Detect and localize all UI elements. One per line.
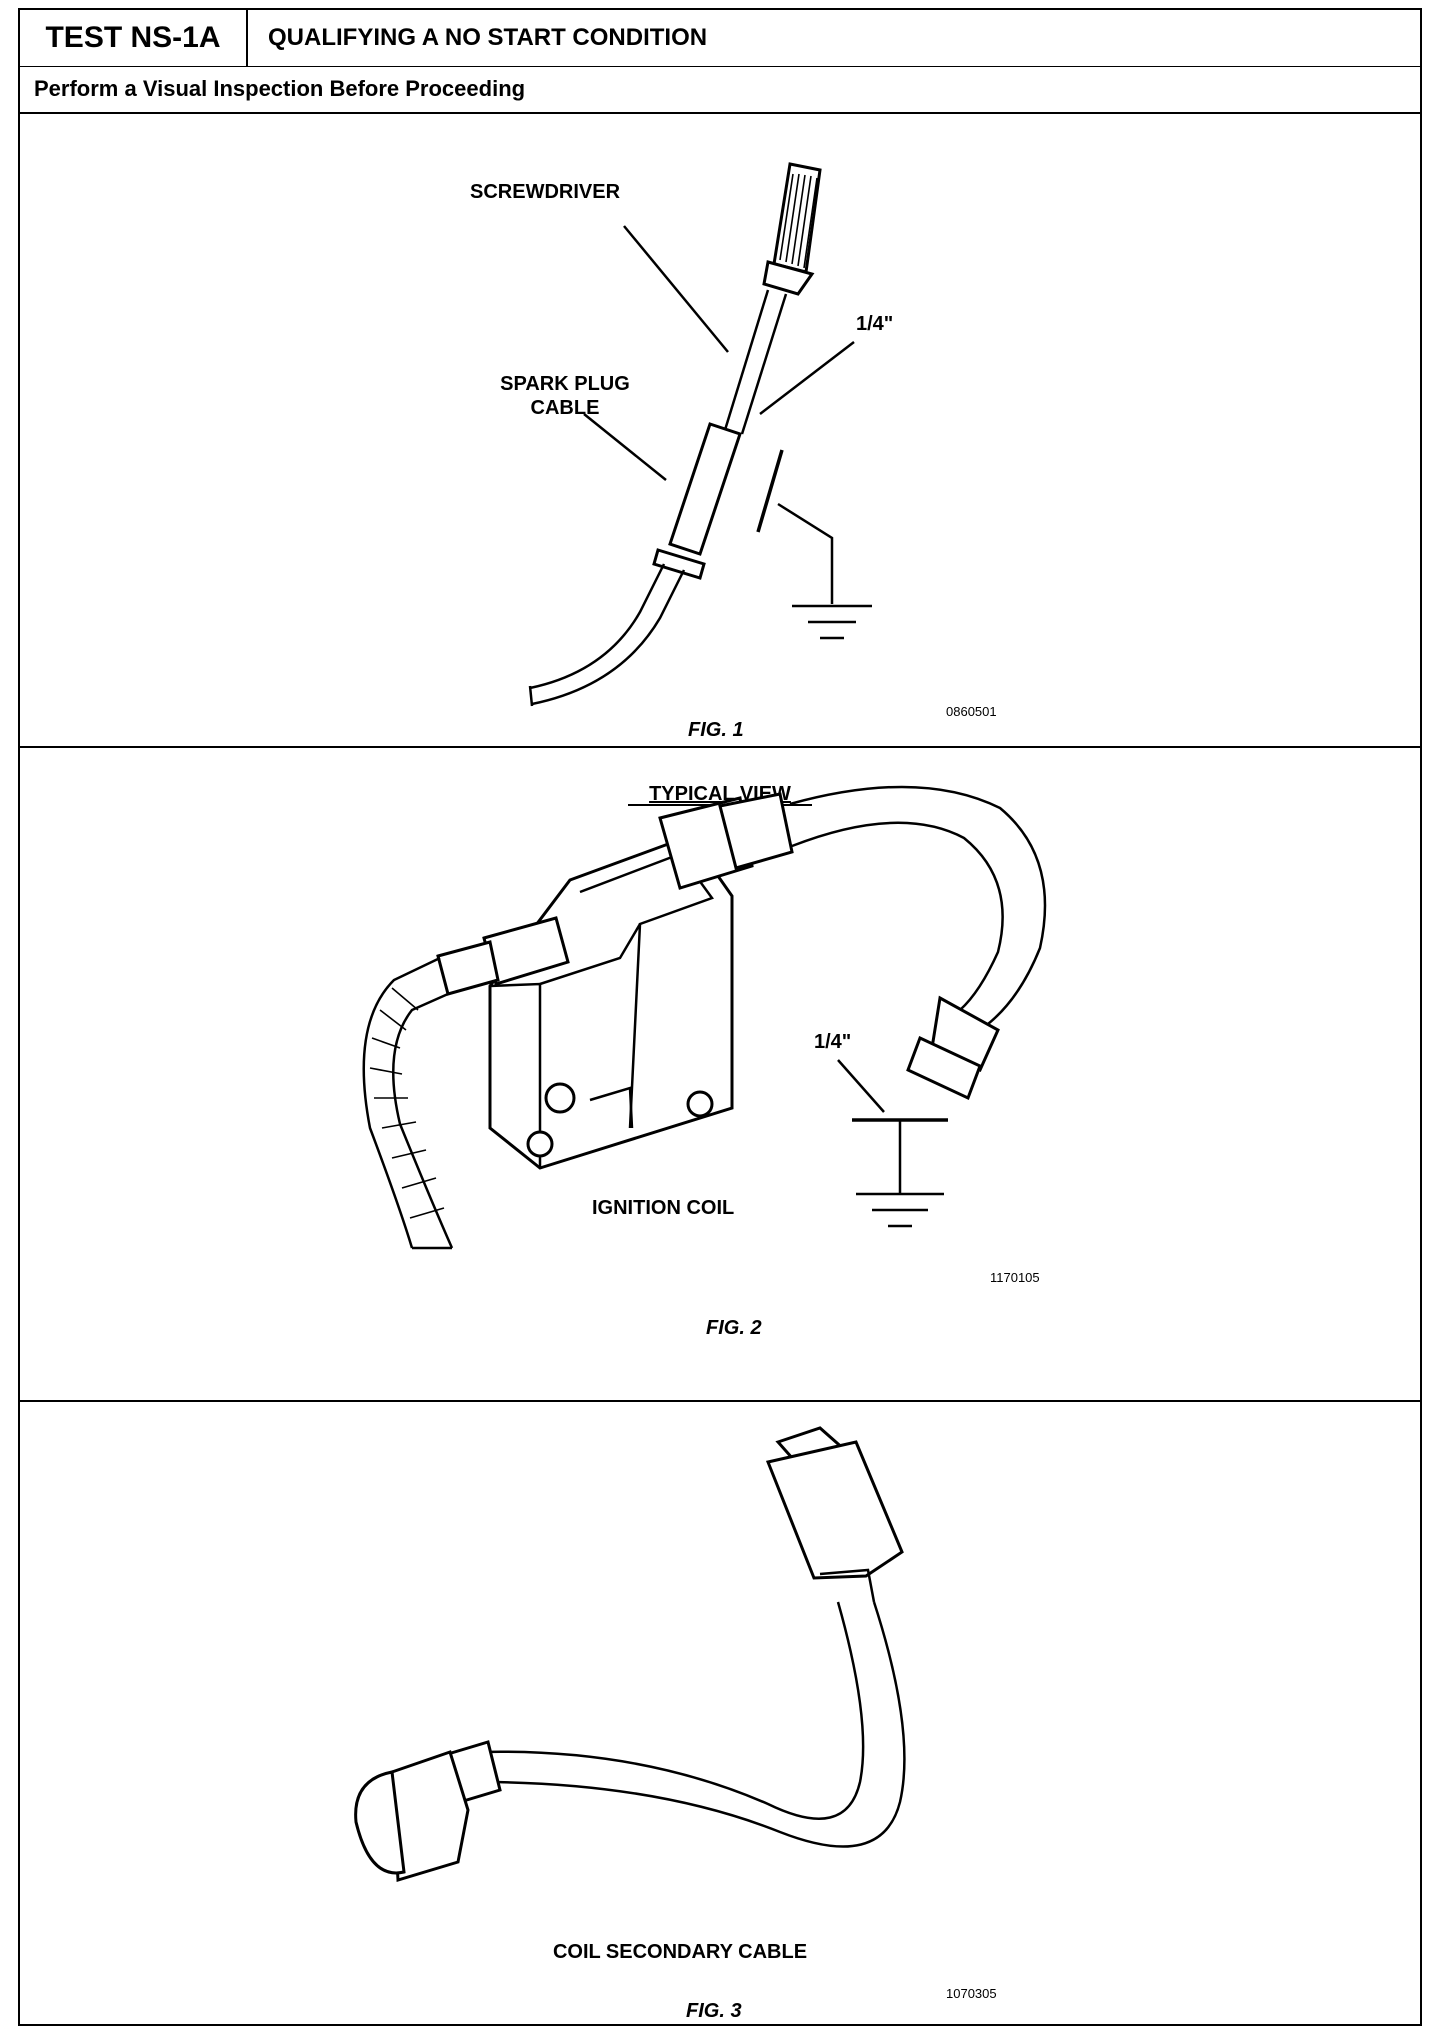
- label-screwdriver: SCREWDRIVER: [470, 181, 621, 203]
- figure-2-panel: TYPICAL VIEW: [20, 748, 1420, 1402]
- coil-secondary-cable-drawing: [354, 1426, 906, 1882]
- header-row: TEST NS-1A QUALIFYING A NO START CONDITI…: [20, 10, 1420, 67]
- label-ignition-coil: IGNITION COIL: [592, 1197, 734, 1219]
- screwdriver-leader: [623, 225, 729, 353]
- ground-symbol: [837, 1059, 948, 1228]
- document-frame: TEST NS-1A QUALIFYING A NO START CONDITI…: [18, 8, 1422, 2026]
- spark-plug-cable-drawing: [528, 422, 742, 707]
- subtitle: Perform a Visual Inspection Before Proce…: [34, 76, 526, 101]
- test-id: TEST NS-1A: [20, 10, 248, 66]
- test-title: QUALIFYING A NO START CONDITION: [268, 24, 708, 51]
- label-spark-plug: SPARK PLUG: [500, 373, 630, 395]
- figure-code: 0860501: [946, 704, 997, 719]
- figure-caption: FIG. 1: [688, 719, 744, 741]
- screwdriver-drawing: [723, 162, 822, 435]
- label-gap: 1/4": [814, 1031, 851, 1053]
- cable-leader: [583, 413, 667, 481]
- subtitle-row: Perform a Visual Inspection Before Proce…: [20, 66, 1420, 114]
- gap-leader: [759, 341, 855, 415]
- figure-code: 1170105: [990, 1270, 1040, 1285]
- label-cable: CABLE: [531, 397, 600, 419]
- figure-caption: FIG. 2: [706, 1317, 762, 1339]
- label-coil-secondary-cable: COIL SECONDARY CABLE: [553, 1941, 807, 1963]
- ground-symbol: [756, 449, 872, 640]
- figure-1-panel: SCREWDRIVER 1/4" SPARK PLUG CABLE 086050…: [20, 112, 1420, 748]
- figure-3-panel: COIL SECONDARY CABLE 1070305 FIG. 3 FIG.…: [20, 1402, 1420, 2026]
- figure-2-illustration: TYPICAL VIEW: [362, 783, 1047, 1339]
- figure-3-illustration: COIL SECONDARY CABLE 1070305 FIG. 3: [354, 1426, 997, 2001]
- figure-1-illustration: SCREWDRIVER 1/4" SPARK PLUG CABLE 086050…: [470, 162, 997, 741]
- figure-3-caption: FIG. 3: [686, 2000, 742, 2022]
- label-gap: 1/4": [856, 313, 893, 335]
- ignition-coil-drawing: [362, 792, 794, 1250]
- figure-code: 1070305: [946, 1986, 997, 2001]
- secondary-cable-drawing: [789, 785, 1047, 1101]
